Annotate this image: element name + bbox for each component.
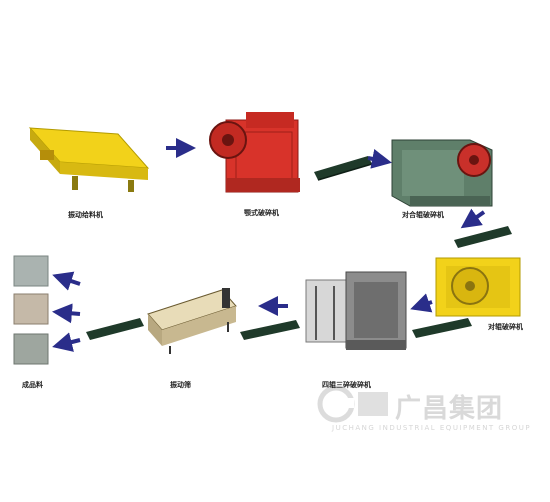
arrow-conveyor-to-doubleroll xyxy=(367,149,392,169)
conveyor-4 xyxy=(240,320,300,340)
label-four-roll-crusher: 四辊三碎破碎机 xyxy=(322,381,371,389)
arrow-to-sample-medium xyxy=(52,303,81,324)
label-vibrating-feeder: 振动给料机 xyxy=(68,211,103,219)
double-roll-crusher-2-machine xyxy=(435,257,521,317)
vibrating-feeder-machine xyxy=(28,127,150,192)
conveyor-5 xyxy=(86,318,144,340)
arrow-to-sample-coarse xyxy=(52,332,81,352)
conveyor-3 xyxy=(412,318,472,338)
conveyor-2 xyxy=(454,226,512,248)
jaw-crusher-machine xyxy=(209,112,300,193)
label-double-roll-crusher-1: 对合辊破碎机 xyxy=(402,211,444,219)
watermark-brand: 广昌集团 xyxy=(395,394,504,424)
arrow-to-sample-fine xyxy=(52,271,81,291)
sample-medium xyxy=(13,293,49,325)
label-vibrating-screen: 振动筛 xyxy=(170,381,191,389)
sample-coarse xyxy=(13,333,49,365)
label-jaw-crusher: 颚式破碎机 xyxy=(244,209,279,217)
finished-material-samples xyxy=(13,255,49,365)
four-roll-crusher-machine xyxy=(305,271,407,350)
watermark-subtitle: JUCHANG INDUSTRIAL EQUIPMENT GROUP xyxy=(332,424,532,432)
sample-fine xyxy=(13,255,49,287)
label-double-roll-crusher-2: 对辊破碎机 xyxy=(488,323,523,331)
arrow-to-four-roll xyxy=(410,293,433,313)
vibrating-screen-machine xyxy=(147,288,237,354)
double-roll-crusher-1-machine xyxy=(391,139,493,207)
arrow-down-to-conveyor-2 xyxy=(460,208,486,229)
watermark-logo xyxy=(317,385,388,423)
flow-arrows xyxy=(52,138,486,352)
label-finished-material: 成品料 xyxy=(22,381,43,389)
conveyor-1 xyxy=(314,156,373,181)
